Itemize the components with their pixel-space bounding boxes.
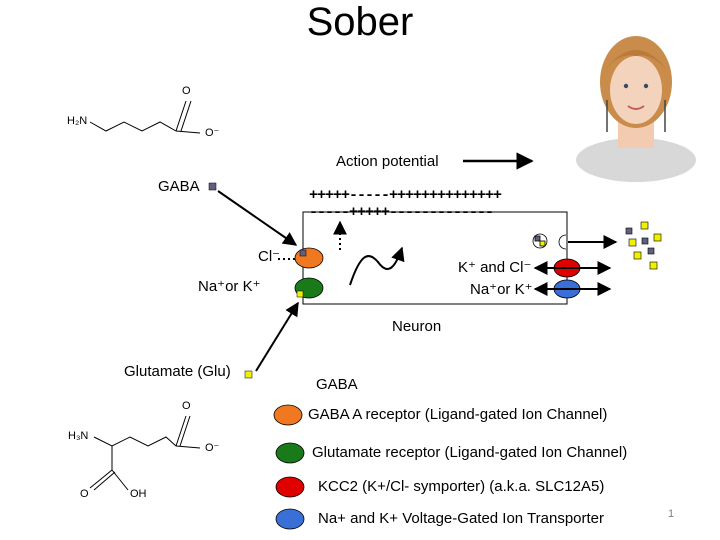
gaba-amine-label: H₂N [67,115,88,127]
released-neurotransmitters [625,221,662,270]
slide-title: Sober [306,0,414,44]
glutamate-oxygen-label: O [182,400,191,412]
membrane-charges-inner: -----+++++------------- [309,204,494,221]
action-potential-label: Action potential [336,153,439,170]
glutamate-label: Glutamate (Glu) [124,363,231,380]
glutamate-oh-label: OH [130,488,147,500]
legend-swatch-gaba-a [273,404,303,426]
sodium-potassium-left-label: Na⁺or K⁺ [198,278,261,295]
gaba-oxygen-label: O [182,85,191,97]
legend-swatch-na-k [275,508,305,530]
gaba-square-marker [208,182,217,191]
legend-swatch-glutamate [275,442,305,464]
portrait-photo [572,22,696,182]
gaba-binding-arrow [217,190,298,246]
synaptic-vesicle [532,233,567,250]
legend-na-k-transporter: Na+ and K+ Voltage-Gated Ion Transporter [318,510,605,527]
signal-wavy-arrow [349,246,405,286]
neuron-label: Neuron [392,318,442,335]
glutamate-molecule-structure [89,415,201,491]
glutamate-oxygen-bottom-label: O [80,488,89,500]
legend-kcc2: KCC2 (K+/Cl- symporter) (a.k.a. SLC12A5) [318,478,605,495]
glutamate-binding-arrow [255,301,299,372]
legend-swatch-kcc2 [275,476,305,498]
chloride-label: Cl⁻ [258,248,281,265]
glutamate-receptor [294,277,324,299]
slide-number: 1 [668,508,675,520]
legend-gaba-a-receptor: GABA A receptor (Ligand-gated Ion Channe… [308,406,608,423]
glutamate-amine-label: H₃N [68,430,89,442]
gaba-molecule-structure [89,100,201,134]
legend-glutamate-receptor: Glutamate receptor (Ligand-gated Ion Cha… [312,444,628,461]
gaba-oxygen-minus-label: O⁻ [205,127,220,139]
gaba-bottom-label: GABA [316,376,358,393]
membrane-charges-outer: +++++-----++++++++++++++ [309,187,502,204]
glutamate-square-marker [244,370,253,379]
glutamate-oxygen-minus-label: O⁻ [205,442,220,454]
sodium-potassium-right-label: Na⁺or K⁺ [470,281,533,298]
gaba-top-label: GABA [158,178,200,195]
gaba-a-receptor [294,247,324,269]
neuron-membrane [302,211,568,305]
potassium-chloride-label: K⁺ and Cl⁻ [458,259,532,276]
